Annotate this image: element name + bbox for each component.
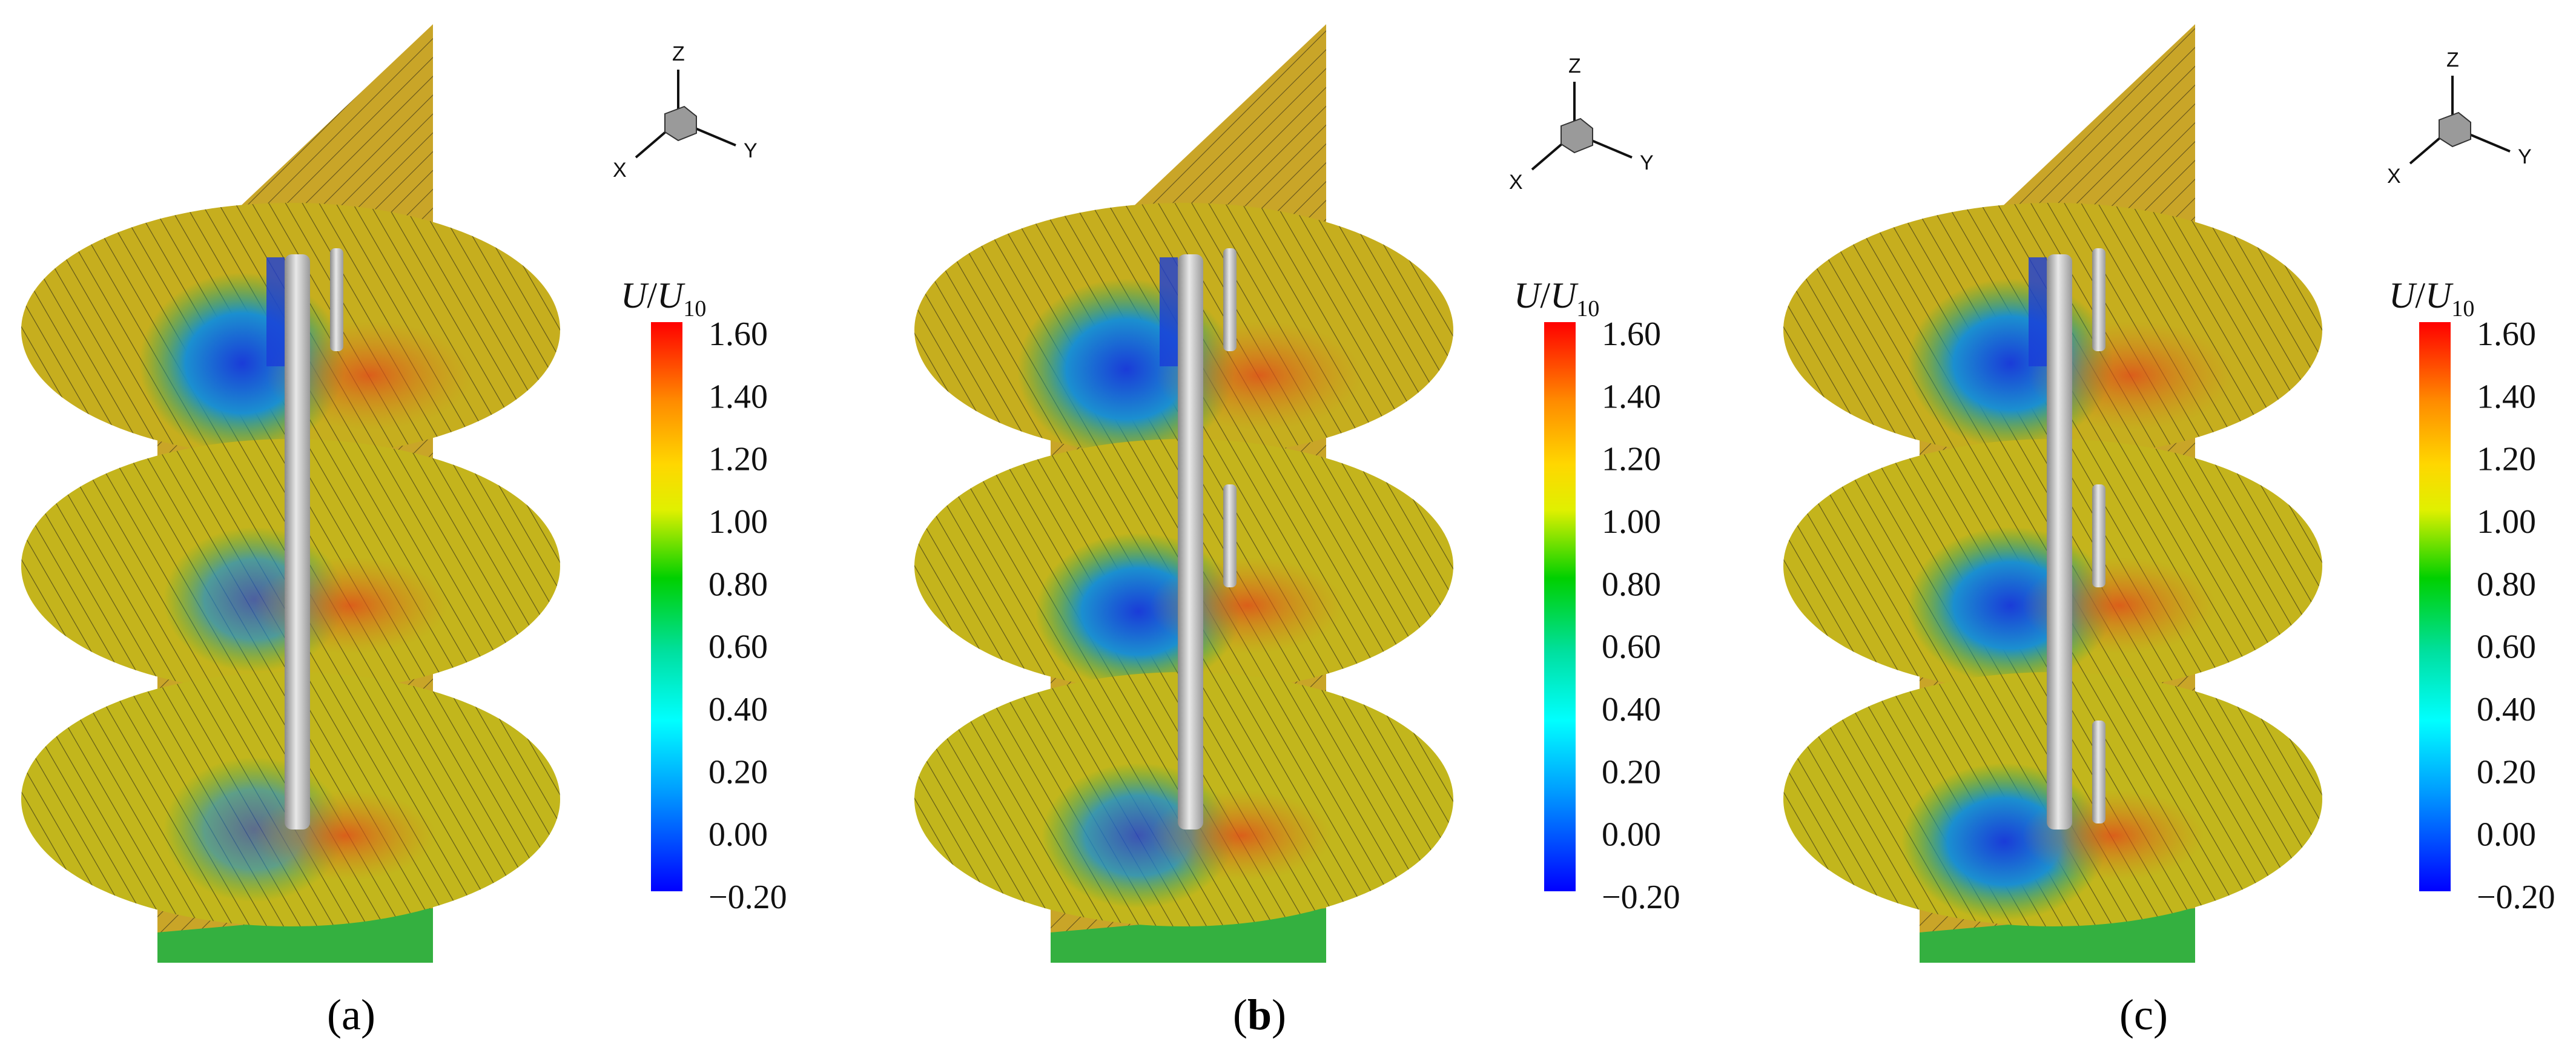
colorbar-tick-label: 1.20 (708, 441, 768, 478)
colorbar-ticks: 1.60 1.40 1.20 1.00 0.80 0.60 0.40 0.20 0.00 −0.2… (708, 315, 787, 916)
colorbar-tick-label: 0.80 (708, 566, 768, 603)
cylinder-structure (2029, 248, 2105, 830)
colorbar-tick-label: −0.20 (1602, 879, 1680, 916)
panel-label-a: (a) (327, 991, 375, 1039)
axis-y-label: Y (1640, 151, 1654, 174)
colorbar-tick-label: 0.00 (1602, 816, 1661, 854)
panel-b (914, 24, 1453, 963)
colorbar-tick-label: 1.20 (2477, 441, 2536, 478)
axis-x-label: X (613, 159, 627, 182)
axis-z-label: Z (2446, 48, 2459, 71)
colorbar-c: U/U10 1.60 1.40 1.20 1.00 0.80 0.60 0.40 0.20 0.… (2389, 275, 2555, 916)
colorbar-tick-label: 0.80 (2477, 566, 2536, 603)
axis-y-label: Y (744, 139, 758, 162)
colorbar-a: U/U10 1.60 1.40 1.20 1.00 0.80 0.60 0.40 0.20 0.… (621, 275, 787, 916)
colorbar-ticks: 1.60 1.40 1.20 1.00 0.80 0.60 0.40 0.20 0.00 −0.2… (2477, 315, 2555, 916)
colorbar-tick-label: 0.20 (2477, 753, 2536, 791)
cylinder-structure (1160, 248, 1237, 830)
axis-x-label: X (1509, 171, 1523, 194)
axis-x-label: X (2387, 165, 2401, 188)
colorbar-tick-label: −0.20 (708, 879, 787, 916)
colorbar-tick-label: 0.00 (708, 816, 768, 854)
colorbar-tick-label: 1.60 (708, 315, 768, 353)
panel-label-c: (c) (2119, 991, 2168, 1039)
colorbar-tick-label: 0.60 (708, 628, 768, 666)
colorbar-tick-label: 1.00 (1602, 503, 1661, 541)
colorbar-tick-label: 0.40 (708, 691, 768, 728)
axes-triad-b: Z Y X (1509, 54, 1654, 194)
axis-z-label: Z (1568, 54, 1581, 78)
colorbar-tick-label: 0.60 (2477, 628, 2536, 666)
colorbar-tick-label: 1.60 (1602, 315, 1661, 353)
colorbar-gradient (1544, 322, 1576, 891)
colorbar-tick-label: 1.40 (1602, 378, 1661, 415)
colorbar-tick-label: 1.20 (1602, 441, 1661, 478)
colorbar-tick-label: 1.60 (2477, 315, 2536, 353)
colorbar-tick-label: 0.20 (708, 753, 768, 791)
panel-label-b: (b) (1233, 991, 1286, 1039)
colorbar-tick-label: 1.40 (708, 378, 768, 415)
colorbar-ticks: 1.60 1.40 1.20 1.00 0.80 0.60 0.40 0.20 0.00 −0.2… (1602, 315, 1680, 916)
cylinder-structure (266, 248, 343, 830)
colorbar-tick-label: 0.20 (1602, 753, 1661, 791)
colorbar-tick-label: 1.40 (2477, 378, 2536, 415)
horizontal-slice-middle (914, 439, 1453, 693)
axes-triad-a: Z Y X (613, 42, 758, 182)
colorbar-tick-label: 1.00 (708, 503, 768, 541)
colorbar-tick-label: 0.60 (1602, 628, 1661, 666)
axes-triad-c: Z Y X (2387, 48, 2532, 188)
colorbar-gradient (2419, 322, 2451, 891)
colorbar-b: U/U10 1.60 1.40 1.20 1.00 0.80 0.60 0.40 0.20 0.… (1514, 275, 1680, 916)
colorbar-title: U/U10 (621, 275, 706, 322)
colorbar-tick-label: 0.40 (2477, 691, 2536, 728)
colorbar-gradient (651, 322, 682, 891)
colorbar-title: U/U10 (2389, 275, 2474, 322)
panel-c (1783, 24, 2322, 963)
axis-y-label: Y (2518, 145, 2532, 168)
colorbar-tick-label: −0.20 (2477, 879, 2555, 916)
colorbar-tick-label: 0.00 (2477, 816, 2536, 854)
axis-z-label: Z (672, 42, 685, 65)
colorbar-tick-label: 0.40 (1602, 691, 1661, 728)
colorbar-tick-label: 0.80 (1602, 566, 1661, 603)
colorbar-title: U/U10 (1514, 275, 1599, 322)
colorbar-tick-label: 1.00 (2477, 503, 2536, 541)
panel-a (21, 24, 560, 963)
